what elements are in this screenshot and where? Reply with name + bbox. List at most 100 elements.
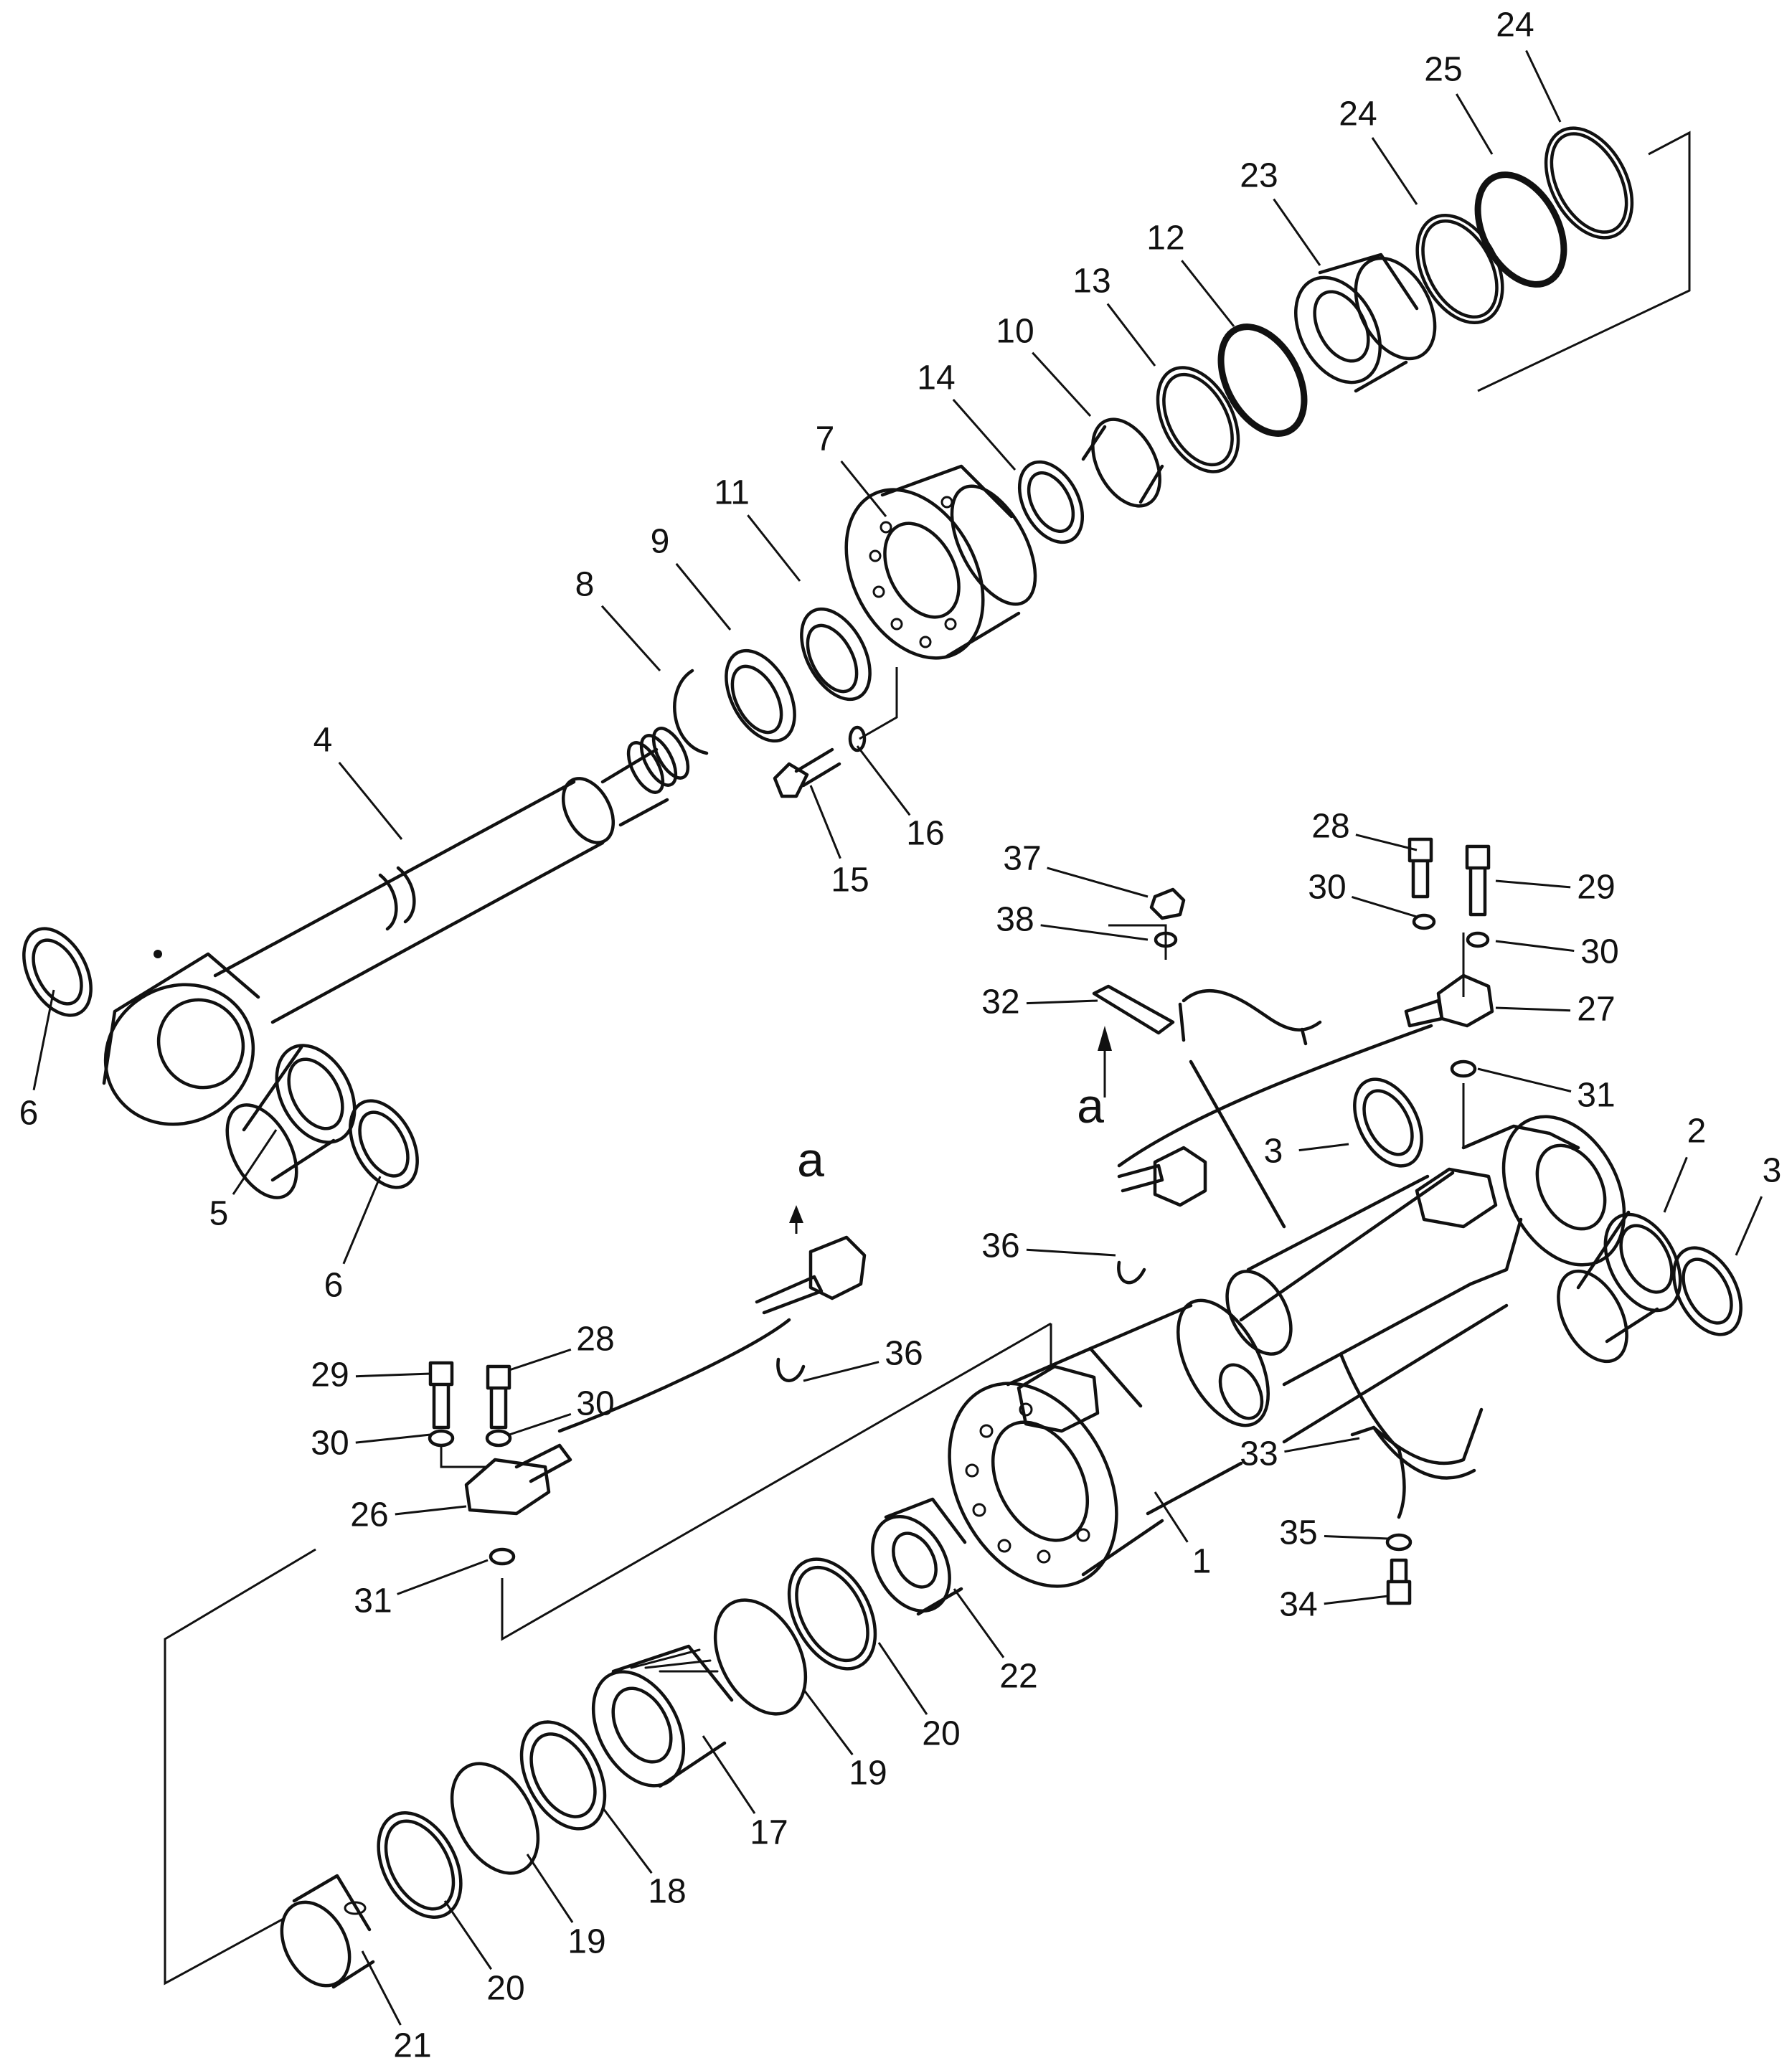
clamp-33 [1350,1407,1484,1480]
callout-number: 9 [651,523,670,561]
callout-leader-line [1371,137,1418,205]
callout-number: 32 [981,983,1019,1021]
callout-number: 28 [576,1321,614,1359]
callout-c33: 33 [1240,1435,1360,1473]
callout-number: 21 [393,2027,431,2063]
callout-c14: 14 [917,359,1017,471]
callout-number: 20 [922,1715,960,1753]
callout-c21: 21 [361,1950,432,2063]
callout-number: 3 [1763,1152,1782,1190]
cylinder-tube-rear [1225,1115,1626,1387]
head-bolt [773,747,841,798]
callout-c37: 37 [1003,840,1149,898]
bracket-32 [1092,984,1322,1046]
callout-number: 19 [849,1755,887,1793]
callout-c22: 22 [953,1588,1038,1696]
callout-c36a: 36 [981,1227,1116,1265]
callout-leader-line [802,1689,854,1756]
cylinder-tube [948,1171,1509,1588]
callout-c19a: 19 [802,1689,887,1793]
callout-leader-line [1495,940,1575,953]
callout-number: 19 [567,1923,605,1961]
callout-leader-line [1495,1006,1571,1012]
wear-ring-19-lower [450,1762,540,1875]
backup-ring-13 [1156,366,1240,473]
callout-number: 12 [1146,219,1184,258]
callout-number: 36 [981,1227,1019,1265]
callout-number: 8 [575,566,595,604]
callout-c30b: 30 [1495,933,1619,971]
callout-c35: 35 [1279,1514,1389,1552]
bolt-28-upper [1407,837,1433,899]
callout-c27: 27 [1495,991,1616,1029]
dust-seal-right [349,1099,419,1189]
callout-c36b: 36 [803,1335,923,1382]
callout-leader-line [397,1559,489,1595]
bottom-bushing [1557,1210,1682,1364]
callout-leader-line [702,1735,756,1814]
callout-leader-line [1456,93,1494,155]
callout-leader-line [840,461,887,517]
bolt-29-lower [428,1361,454,1430]
callout-c6a: 6 [19,989,55,1133]
hose-36 [776,1260,1146,1382]
callout-leader-line [1298,1143,1349,1152]
callout-c31b: 31 [354,1559,489,1620]
callout-number: 31 [1577,1077,1615,1115]
callout-leader-line [509,1348,572,1372]
callout-number: 26 [350,1496,388,1534]
callout-leader-line [856,745,911,816]
snap-ring [673,669,709,755]
rod-bushing-9 [725,648,796,743]
callout-c25: 25 [1424,51,1494,155]
pipe-flange-a-lower [755,1235,867,1315]
callout-number: 7 [816,420,835,458]
rod-packing-10 [1081,417,1164,508]
callout-leader-line [1324,1595,1389,1605]
callout-c10: 10 [996,313,1092,417]
callout-leader-line [342,1176,382,1265]
callout-number: 1 [1192,1543,1212,1581]
callout-number: 24 [1339,95,1377,133]
piston-seal-18 [519,1720,607,1831]
cushion-collar-21 [280,1874,375,1989]
buffer-ring-14 [1017,460,1085,544]
wear-ring-19-upper [713,1598,808,1716]
piston-nut-22 [871,1497,967,1616]
dust-seal-left [22,927,93,1017]
callout-leader-line [1026,1248,1116,1257]
bolt-29-upper [1465,844,1491,917]
callout-number: 34 [1279,1586,1317,1624]
callout-c5: 5 [209,1129,278,1233]
callout-leader-line [1663,1156,1688,1213]
callout-c23: 23 [1240,157,1321,266]
callout-number: 17 [750,1814,788,1852]
callout-leader-line [1273,198,1321,266]
piston-ring-20-upper [787,1557,877,1671]
callout-number: 15 [831,861,869,900]
view-arrows [789,1026,1112,1234]
callout-leader-line [395,1505,467,1516]
nut-37 [1149,887,1186,920]
pipe-flange-a-upper [1117,1146,1207,1207]
piston [591,1644,734,1788]
callout-c20a: 20 [877,1642,961,1753]
callout-c3a: 3 [1264,1133,1349,1171]
callout-number: 29 [1577,869,1615,907]
callout-c26: 26 [350,1496,467,1534]
callout-c24a: 24 [1496,6,1562,123]
callout-number: 20 [486,1970,524,2008]
view-label-layer: aa [797,1079,1104,1187]
rod-bushing-11 [800,607,872,702]
callout-leader-line [1032,351,1092,417]
callout-leader-line [32,989,55,1090]
callout-c6b: 6 [324,1176,382,1305]
callout-number: 6 [324,1267,344,1305]
callout-number: 13 [1072,263,1110,301]
callout-number: 37 [1003,840,1041,878]
piston-ring-20-lower [377,1811,463,1920]
bolt-34 [1386,1558,1412,1605]
assembly-frame-lines [164,131,1691,1986]
callout-c28a: 28 [1311,808,1418,851]
